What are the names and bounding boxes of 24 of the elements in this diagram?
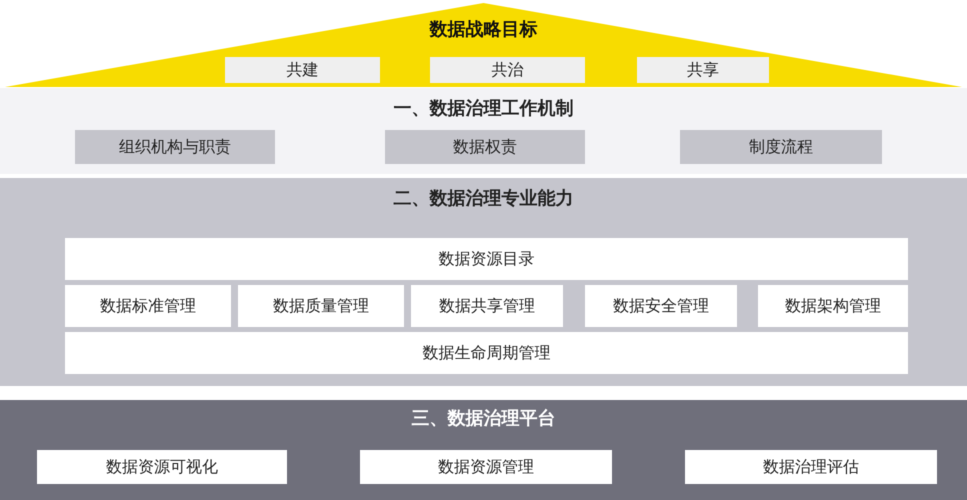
- section-heading: 数据战略目标: [428, 18, 538, 41]
- section-heading: 二、数据治理专业能力: [392, 187, 574, 210]
- goal-box: 共享: [637, 57, 769, 83]
- section-band: [0, 88, 967, 174]
- goal-box: 共建: [225, 57, 380, 83]
- roof-triangle: [5, 3, 962, 87]
- capability-box: 数据资源目录: [65, 238, 908, 280]
- mechanism-box: 组织机构与职责: [75, 130, 275, 164]
- capability-box: 数据生命周期管理: [65, 332, 908, 374]
- mechanism-box: 数据权责: [385, 130, 585, 164]
- capability-box: 数据共享管理: [411, 285, 563, 327]
- section-band: [0, 400, 967, 500]
- capability-box: 数据质量管理: [238, 285, 404, 327]
- section-heading: 一、数据治理工作机制: [392, 97, 574, 120]
- mechanism-box: 制度流程: [680, 130, 882, 164]
- section-heading: 三、数据治理平台: [410, 407, 556, 430]
- platform-box: 数据治理评估: [685, 450, 937, 484]
- platform-box: 数据资源管理: [360, 450, 612, 484]
- platform-box: 数据资源可视化: [37, 450, 287, 484]
- capability-box: 数据安全管理: [585, 285, 737, 327]
- capability-box: 数据标准管理: [65, 285, 231, 327]
- section-band: [0, 178, 967, 386]
- capability-box: 数据架构管理: [758, 285, 908, 327]
- goal-box: 共治: [430, 57, 585, 83]
